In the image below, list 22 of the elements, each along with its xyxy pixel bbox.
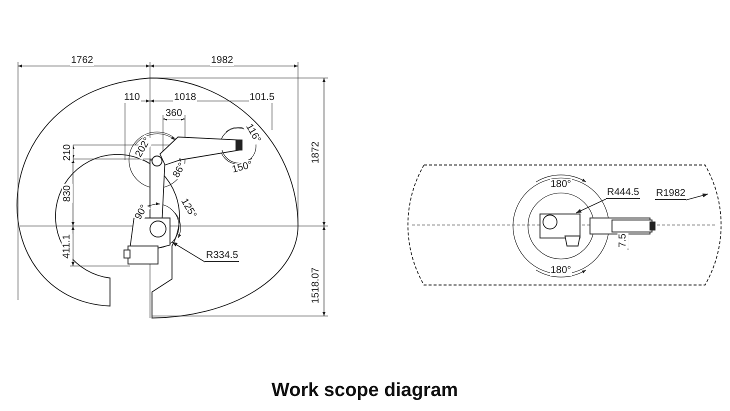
dimension-label: 1518.07 bbox=[310, 266, 322, 304]
leader-line bbox=[686, 193, 708, 200]
dimension-label: 180° bbox=[550, 264, 572, 276]
dimension-label: 150° bbox=[229, 158, 254, 176]
dimension-label: 411.1 bbox=[62, 232, 73, 260]
dimension-label: 1018 bbox=[173, 92, 198, 102]
dimension-label: 830 bbox=[61, 184, 72, 202]
dimension-label: 7.5 bbox=[617, 232, 628, 248]
diagram-title: Work scope diagram bbox=[272, 380, 458, 402]
dimension-label: 210 bbox=[61, 142, 72, 162]
radius-callout: R334.5 bbox=[205, 250, 240, 262]
dimension-label: 1982 bbox=[210, 54, 234, 66]
leader-line bbox=[172, 242, 206, 262]
dimension-label: 180° bbox=[550, 178, 572, 190]
dimension-label: 110 bbox=[123, 92, 141, 102]
radius-callout: R1982 bbox=[655, 188, 686, 200]
dimension-label: 1762 bbox=[70, 54, 94, 66]
leader-line bbox=[576, 198, 606, 214]
radius-callout: R444.5 bbox=[606, 187, 640, 199]
dimension-label: 101.5 bbox=[248, 92, 276, 102]
dimension-label: 360 bbox=[164, 108, 184, 118]
dimension-label: 1872 bbox=[310, 140, 322, 164]
